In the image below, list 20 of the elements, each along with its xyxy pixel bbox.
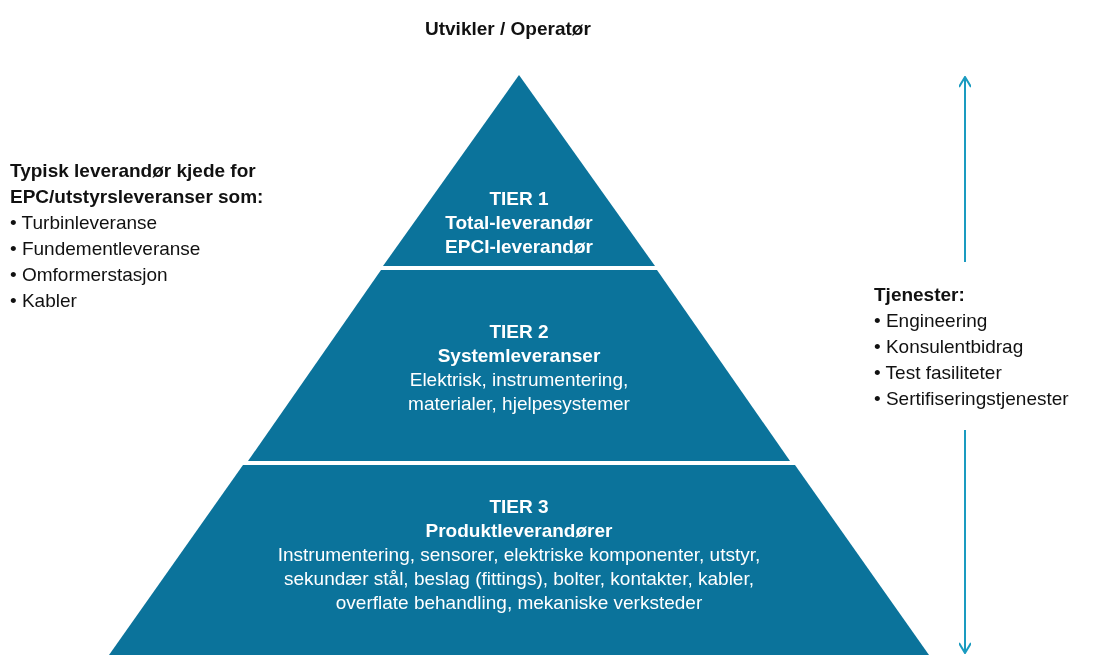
tier-description: Elektrisk, instrumentering, materialer, hjelpesystemer bbox=[407, 368, 631, 416]
tier-title: Produktleverandører bbox=[424, 519, 614, 543]
tier-heading: TIER 2 bbox=[488, 320, 550, 344]
tier-title: Systemleveranser bbox=[436, 344, 602, 368]
apex-label: Utvikler / Operatør bbox=[425, 17, 591, 41]
bullet-item: • Konsulentbidrag bbox=[874, 335, 1025, 359]
bullet-item: • Test fasiliteter bbox=[874, 361, 1003, 385]
list-heading: Typisk leverandør kjede for EPC/utstyrsleveranser som: bbox=[10, 159, 265, 209]
tier-heading: TIER 3 bbox=[488, 495, 550, 519]
tier-heading: TIER 1 bbox=[488, 187, 550, 211]
bullet-item: • Turbinleveranse bbox=[10, 211, 159, 235]
bullet-item: • Engineering bbox=[874, 309, 989, 333]
tier-description: Instrumentering, sensorer, elektriske komponenter, utstyr, sekundær stål, beslag (fittings), bolter, kontakter, kabler, overflate behandling, mekaniske verksteder bbox=[276, 543, 762, 615]
tier-description: EPCI-leverandør bbox=[444, 235, 594, 259]
bullet-item: • Kabler bbox=[10, 289, 78, 313]
bullet-item: • Omformerstasjon bbox=[10, 263, 169, 287]
bullet-item: • Fundementleveranse bbox=[10, 237, 201, 261]
bullet-item: • Sertifiseringstjenester bbox=[874, 387, 1069, 411]
tier-title: Total-leverandør bbox=[444, 211, 594, 235]
list-heading: Tjenester: bbox=[874, 283, 965, 307]
